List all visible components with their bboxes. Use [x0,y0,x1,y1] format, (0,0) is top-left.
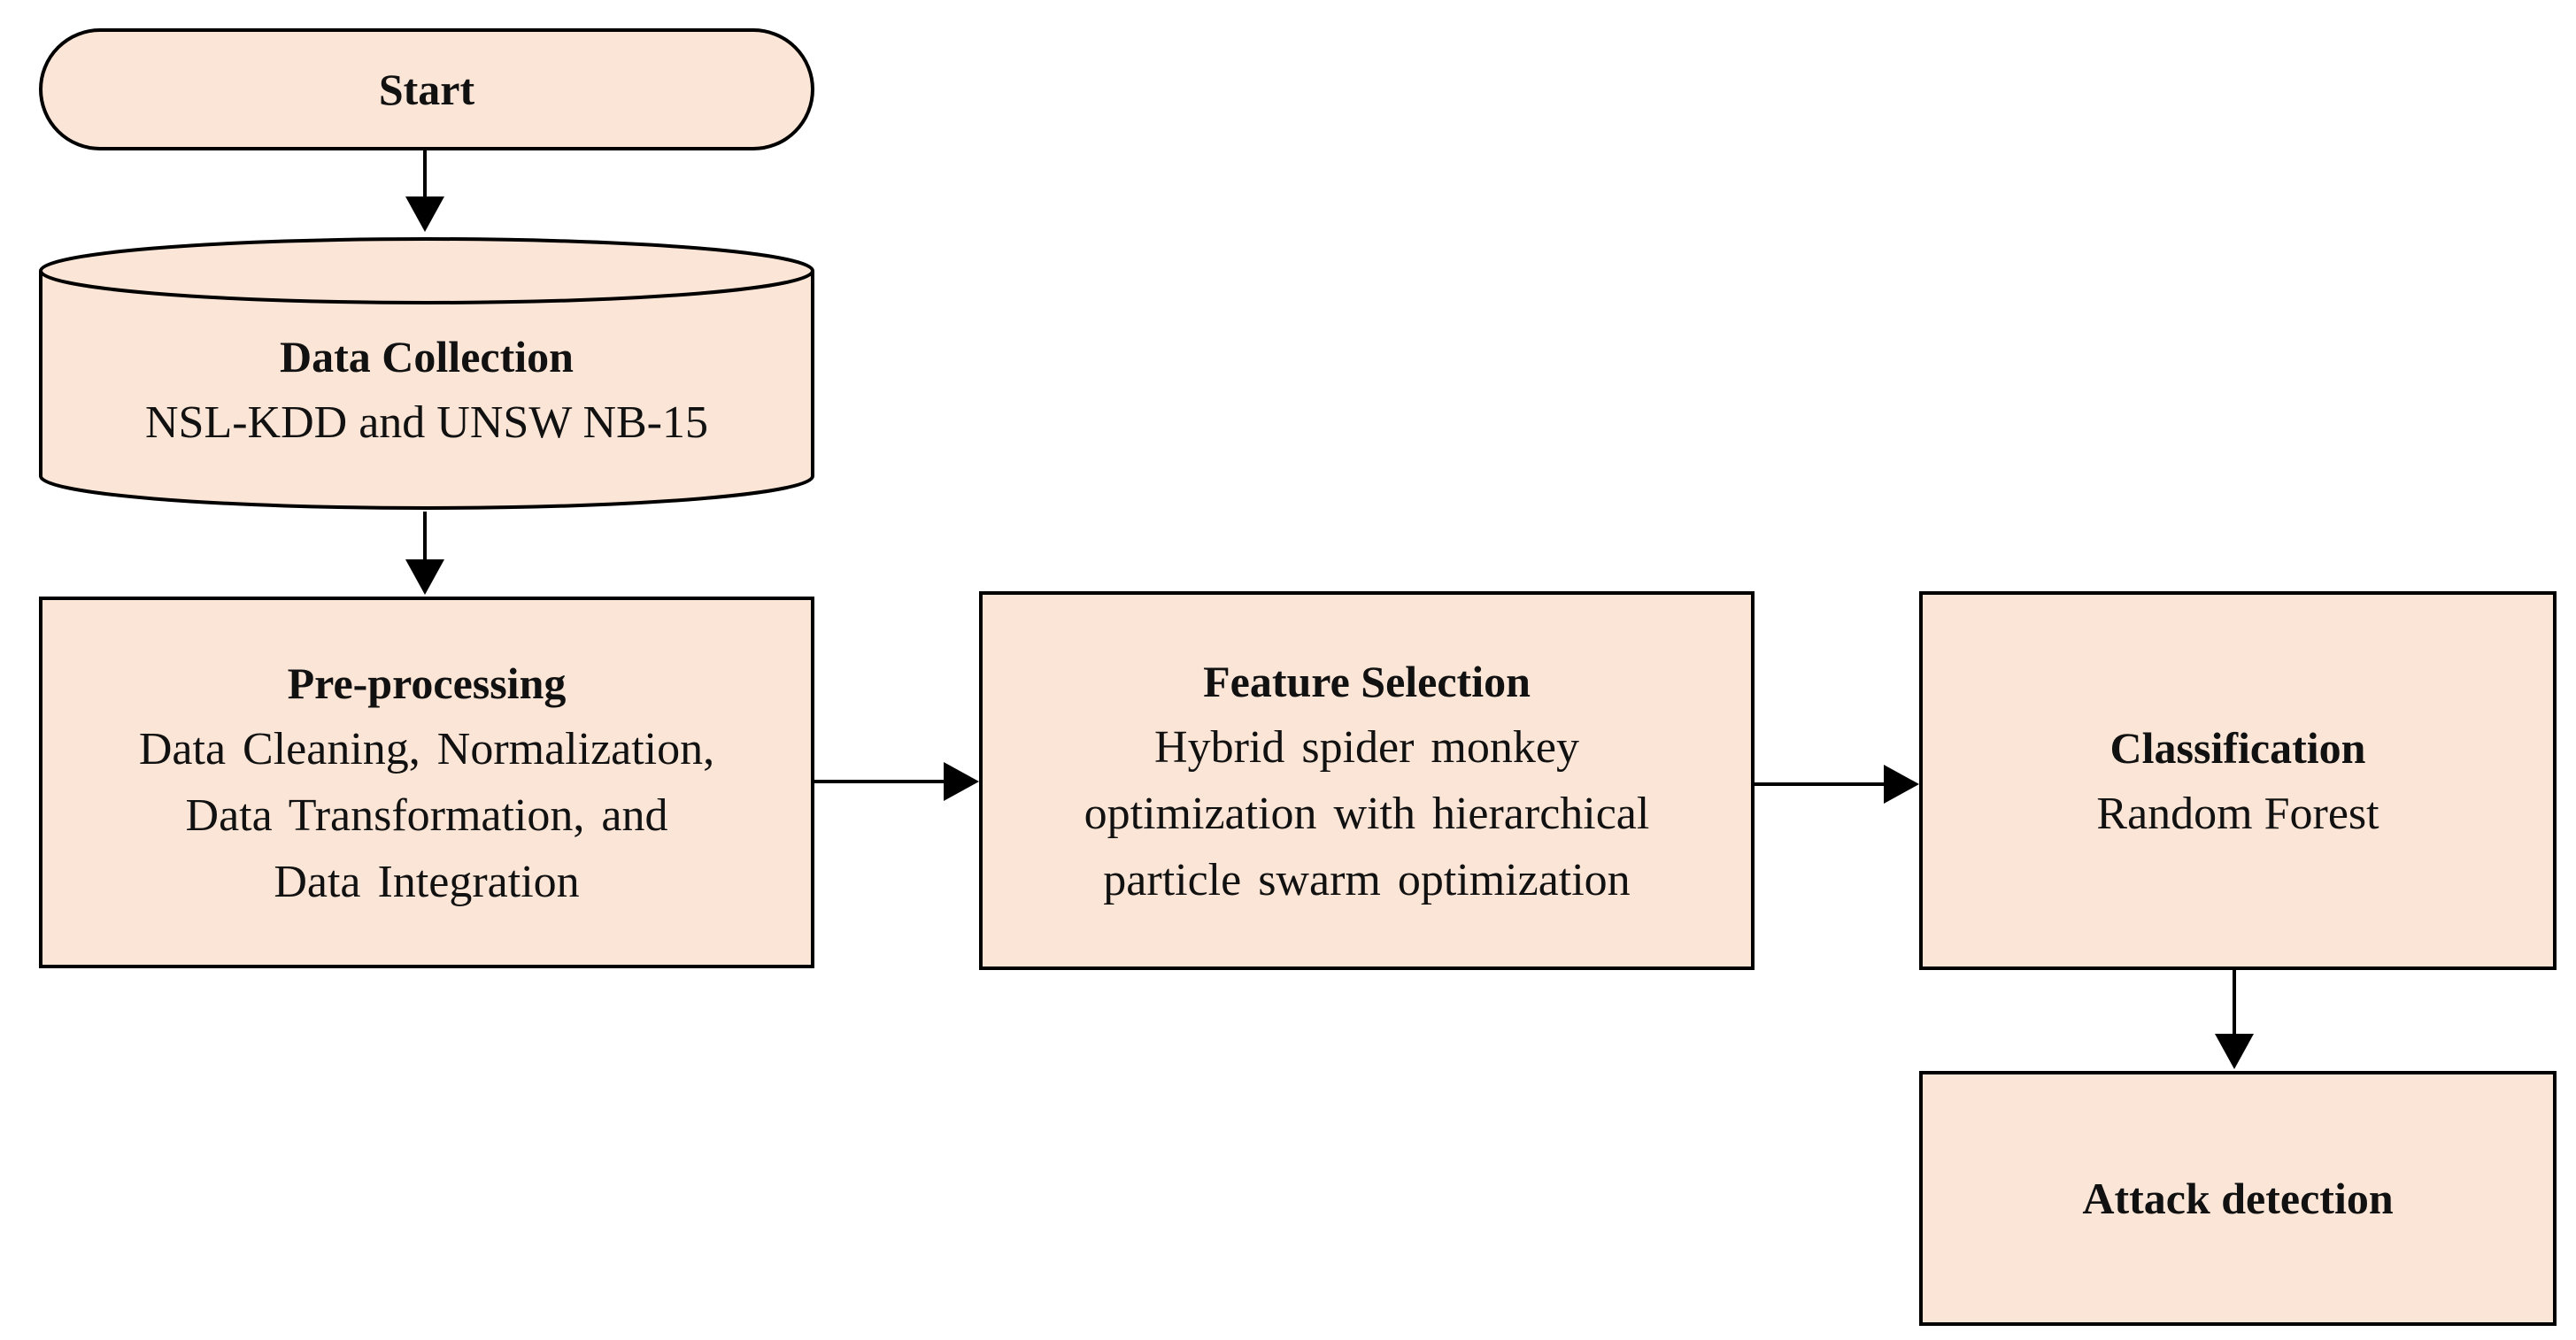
edge-classification-to-attack-detection [2215,968,2254,1069]
preprocessing-body: Data Cleaning, Normalization, Data Trans… [138,723,715,907]
cylinder-body [39,271,814,510]
edge-feature-selection-to-classification [1753,765,1919,804]
feature-selection-node: Feature Selection Hybrid spider monkey o… [981,593,1753,968]
edge-preprocessing-to-feature-selection [813,762,979,801]
classification-box-shape [1919,591,2557,970]
cylinder-top [39,237,814,304]
data-collection-cylinder-shape [39,237,814,510]
classification-title: Classification [2109,722,2366,773]
preprocessing-box-shape [39,597,814,968]
preprocessing-node: Pre-processing Data Cleaning, Normalizat… [41,598,813,966]
classification-node: Classification Random Forest [1921,593,2555,968]
feature-selection-body: Hybrid spider monkey optimization with h… [1084,721,1650,905]
feature-selection-title: Feature Selection [1203,656,1531,706]
edge-start-to-data-collection [405,149,444,232]
attack-detection-label: Attack detection [2082,1174,2394,1223]
feature-selection-box-shape [979,591,1755,970]
attack-detection-box-shape [1919,1071,2557,1326]
preprocessing-title: Pre-processing [287,658,567,708]
start-label: Start [378,65,475,114]
data-collection-node: Data Collection NSL-KDD and UNSW NB-15 [41,303,813,476]
edge-data-collection-to-preprocessing [405,512,444,595]
classification-body: Random Forest [2096,788,2379,839]
data-collection-body: NSL-KDD and UNSW NB-15 [144,397,708,448]
start-node: Start [41,30,813,149]
attack-detection-node: Attack detection [1921,1073,2555,1324]
data-collection-title: Data Collection [280,331,574,381]
